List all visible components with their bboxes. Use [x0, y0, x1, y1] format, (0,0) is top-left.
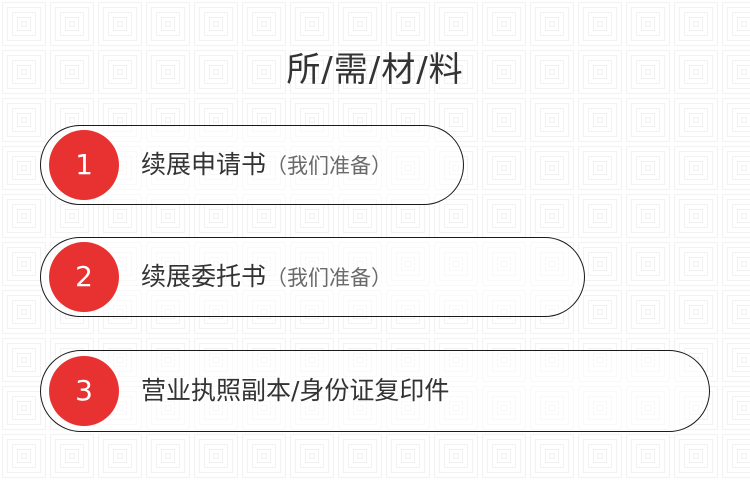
material-label: 续展申请书（我们准备） [141, 126, 392, 204]
material-label: 续展委托书（我们准备） [141, 238, 392, 316]
material-name: 续展委托书 [141, 262, 267, 291]
number-badge: 1 [49, 130, 119, 200]
page-title: 所/需/材/料 [286, 50, 464, 90]
number-badge: 3 [49, 356, 119, 426]
material-item-3: 3 营业执照副本/身份证复印件 [40, 350, 710, 432]
material-note: （我们准备） [266, 154, 393, 178]
material-item-2: 2 续展委托书（我们准备） [40, 237, 585, 317]
material-name: 续展申请书 [141, 150, 267, 179]
material-note: （我们准备） [266, 266, 393, 290]
material-name: 营业执照副本/身份证复印件 [141, 376, 450, 405]
material-label: 营业执照副本/身份证复印件 [141, 351, 449, 431]
material-item-1: 1 续展申请书（我们准备） [40, 125, 464, 205]
number-badge: 2 [49, 242, 119, 312]
